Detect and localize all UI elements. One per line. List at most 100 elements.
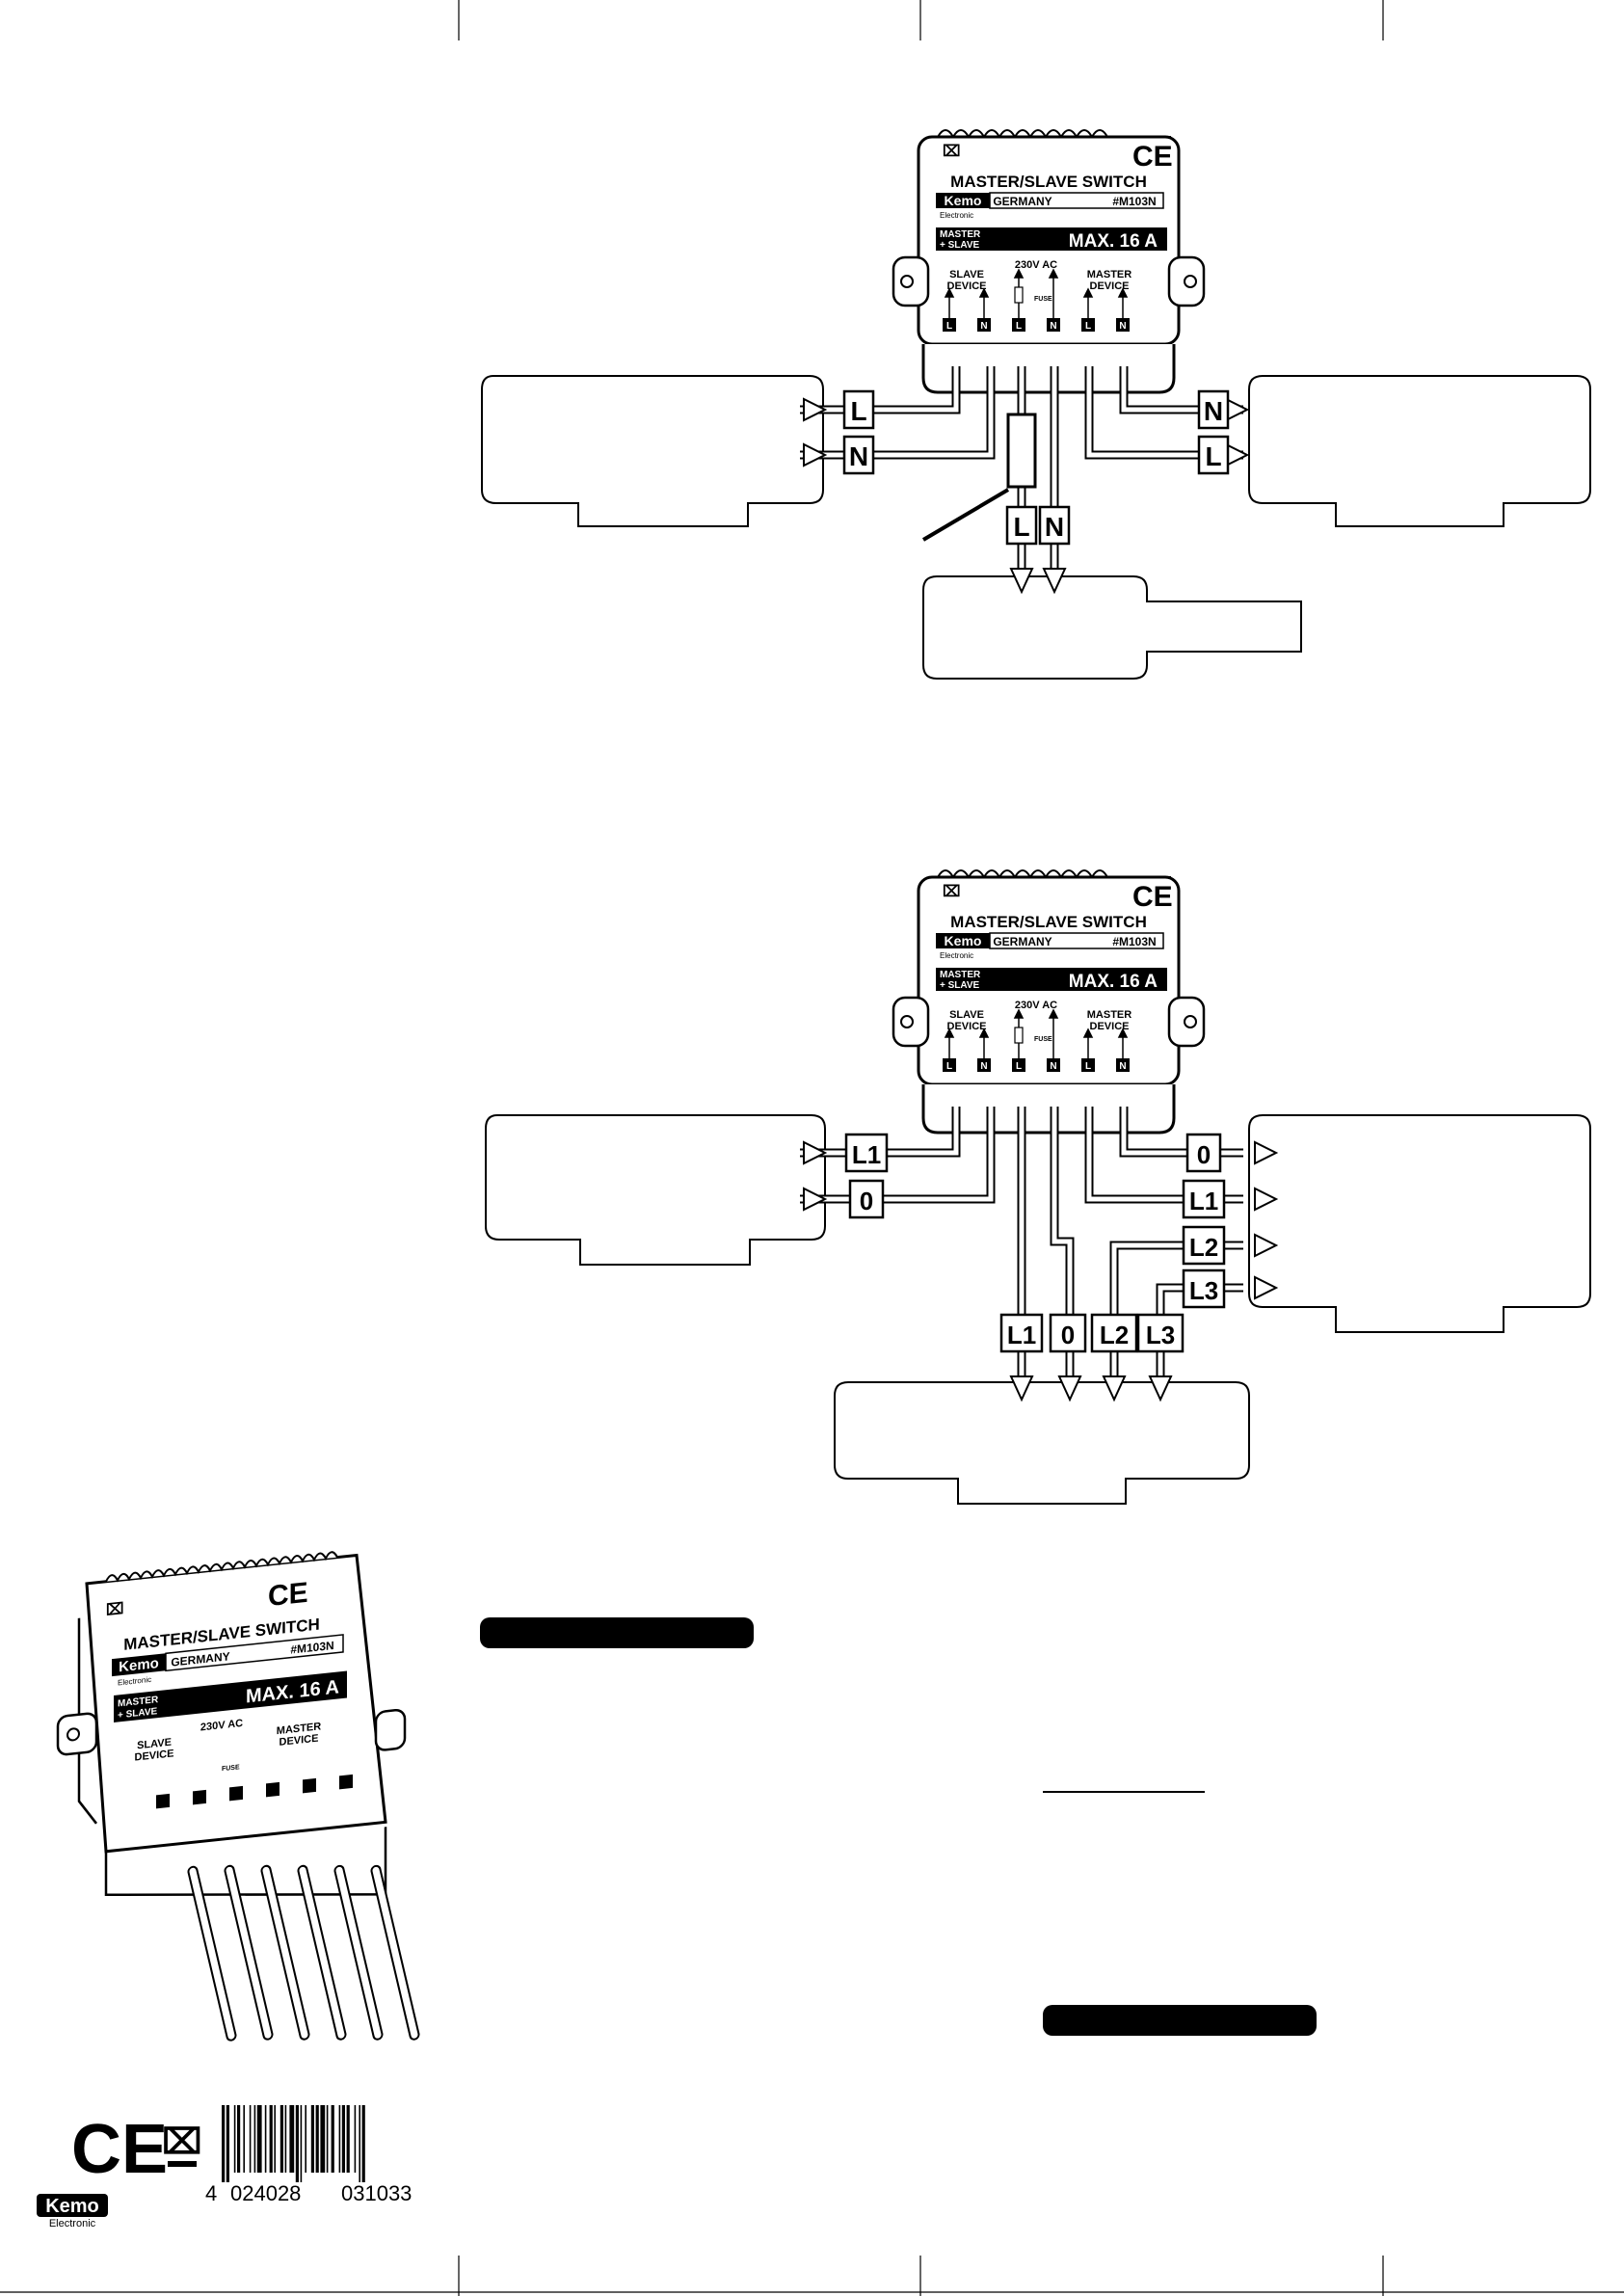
barcode-bar [295, 2105, 299, 2182]
barcode-bar [284, 2105, 287, 2173]
module-voltage: 230V AC [1015, 259, 1057, 271]
module-model: #M103N [1112, 195, 1156, 208]
section-header-bar-2 [1043, 2005, 1317, 2036]
barcode-bar [305, 2105, 306, 2173]
barcode-bar [300, 2105, 303, 2182]
mains-box-1 [922, 575, 1302, 680]
label-bottom-l3-2: L3 [1136, 1313, 1185, 1353]
svg-text:0: 0 [1061, 1321, 1075, 1349]
module-model: #M103N [1112, 935, 1156, 948]
terminal-mains-n: N [1050, 321, 1056, 332]
module-1: ⌧ CE MASTER/SLAVE SWITCH Kemo GERMANY #M… [892, 128, 1206, 394]
module-voltage: 230V AC [200, 1718, 243, 1734]
barcode-bar [346, 2105, 350, 2173]
label-bottom-l2-2: L2 [1090, 1313, 1138, 1353]
barcode-bar [269, 2105, 273, 2173]
section-header-bar-1 [480, 1617, 754, 1648]
barcode-bar [320, 2105, 326, 2173]
ce-mark: CE [1132, 141, 1173, 173]
module-2: ⌧ CE MASTER/SLAVE SWITCH Kemo GERMANY #M… [892, 868, 1206, 1135]
terminal-master-n: N [1119, 321, 1126, 332]
svg-text:L: L [1205, 441, 1221, 471]
barcode [222, 2105, 365, 2182]
svg-text:L1: L1 [1189, 1187, 1218, 1215]
terminal-master-l: L [1085, 321, 1091, 332]
label-slave-2: DEVICE [947, 1021, 987, 1032]
ce-mark: CE [268, 1577, 308, 1613]
ce-mark-footer: CE [71, 2111, 168, 2188]
label-slave-1: SLAVE [949, 269, 984, 280]
weee-icon: ⌧ [943, 884, 960, 900]
master-device-box-2 [1248, 1114, 1591, 1333]
module-brand-sub: Electronic [940, 951, 973, 960]
wire-arrows-2 [803, 1140, 1279, 1402]
badge-slave: + SLAVE [940, 240, 980, 251]
module-country: GERMANY [993, 195, 1052, 208]
module-model: #M103N [290, 1639, 333, 1657]
label-bottom-l1-2: L1 [999, 1313, 1044, 1353]
label-fuse: FUSE [222, 1764, 240, 1773]
weee-icon: ⌧ [943, 144, 960, 160]
svg-text:0: 0 [1197, 1140, 1211, 1169]
label-master-1: MASTER [1087, 1009, 1132, 1021]
terminal-slave-n: N [980, 321, 987, 332]
barcode-digit-first: 4 [205, 2181, 217, 2205]
label-left-l-1: L [842, 389, 875, 430]
weee-icon-footer: ⌧ [162, 2122, 201, 2161]
label-master-2: DEVICE [280, 1733, 319, 1749]
product-illustration: ⌧ CE MASTER/SLAVE SWITCH Kemo GERMANY #M… [56, 1551, 420, 2042]
svg-text:L3: L3 [1146, 1321, 1175, 1349]
ce-mark: CE [1132, 881, 1173, 913]
module-rating: MAX. 16 A [1069, 972, 1158, 992]
label-master-1: MASTER [277, 1721, 321, 1737]
svg-text:N: N [1204, 396, 1223, 426]
logo-sub: Electronic [49, 2218, 96, 2229]
svg-text:L1: L1 [1007, 1321, 1036, 1349]
svg-text:N: N [849, 441, 868, 471]
svg-text:L: L [1013, 512, 1029, 542]
barcode-bar [289, 2105, 295, 2173]
badge-slave: + SLAVE [118, 1706, 157, 1721]
barcode-bar [315, 2105, 319, 2173]
svg-text:L: L [850, 396, 866, 426]
master-device-box-1 [1248, 375, 1591, 527]
label-right-0-2: 0 [1185, 1133, 1222, 1173]
module-country: GERMANY [993, 935, 1052, 948]
module-brand-sub: Electronic [940, 211, 973, 220]
svg-text:0: 0 [860, 1187, 873, 1215]
barcode-bar [310, 2105, 314, 2173]
label-right-l1-2: L1 [1182, 1179, 1226, 1219]
label-right-n-1: N [1197, 389, 1230, 430]
label-mains-l-1: L [1005, 505, 1038, 546]
barcode-bar [233, 2105, 236, 2173]
fuse-pointer [921, 488, 1010, 542]
label-slave-2: DEVICE [947, 280, 987, 292]
svg-text:N: N [1045, 512, 1064, 542]
label-left-l1-2: L1 [844, 1133, 889, 1173]
badge-slave: + SLAVE [940, 980, 980, 991]
barcode-bar [222, 2105, 226, 2182]
terminal-slave-n: N [980, 1061, 987, 1072]
terminal-mains-l: L [1016, 1061, 1022, 1072]
module-brand: Kemo [945, 193, 982, 208]
svg-text:L2: L2 [1100, 1321, 1129, 1349]
barcode-bar [361, 2105, 365, 2182]
svg-text:L2: L2 [1189, 1233, 1218, 1262]
barcode-bar [256, 2105, 262, 2173]
logo-brand: Kemo [45, 2196, 99, 2217]
label-slave-2: DEVICE [135, 1748, 174, 1763]
barcode-bar [341, 2105, 345, 2173]
terminal-mains-n: N [1050, 1061, 1056, 1072]
svg-text:L1: L1 [852, 1140, 881, 1169]
label-left-0-2: 0 [848, 1179, 885, 1219]
label-right-l3-2: L3 [1182, 1268, 1226, 1309]
barcode-bar [359, 2105, 360, 2182]
label-slave-1: SLAVE [137, 1737, 172, 1752]
label-master-1: MASTER [1087, 269, 1132, 280]
label-left-n-1: N [842, 435, 875, 475]
module-rating: MAX. 16 A [1069, 231, 1158, 252]
barcode-bar [338, 2105, 341, 2173]
badge-master: MASTER [118, 1695, 159, 1709]
barcode-bar [264, 2105, 267, 2173]
